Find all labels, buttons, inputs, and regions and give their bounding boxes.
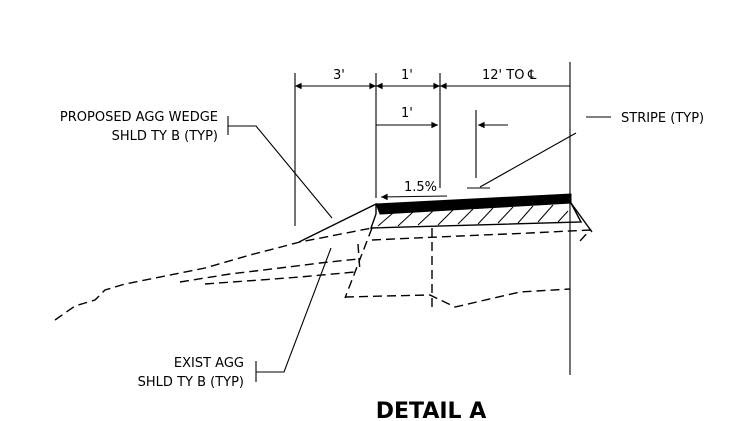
existing-ground-dashed xyxy=(54,227,592,321)
dim-shoulder-width: 1' xyxy=(401,68,413,83)
extension-lines xyxy=(294,62,571,375)
detail-title: DETAIL A xyxy=(376,399,487,421)
shoulder-edge xyxy=(570,202,593,233)
proposed-label-line1: PROPOSED AGG WEDGE xyxy=(60,110,218,125)
centerline-symbol: ℄ xyxy=(527,68,537,83)
exist-label-line2: SHLD TY B (TYP) xyxy=(138,375,244,390)
dim-stripe-offset: 1' xyxy=(401,106,413,121)
proposed-label-line2: SHLD TY B (TYP) xyxy=(112,129,218,144)
slope-arrow xyxy=(380,193,448,201)
slope-label: 1.5% xyxy=(404,180,437,195)
existing-pavement-hatch xyxy=(369,202,583,229)
proposed-wedge-outline xyxy=(298,202,377,243)
dim-lane-to-cl: 12' TO xyxy=(482,68,524,83)
stripe-label: STRIPE (TYP) xyxy=(621,111,704,126)
exist-label-line1: EXIST AGG xyxy=(174,356,244,371)
leader-lines xyxy=(227,116,611,382)
dim-wedge-width: 3' xyxy=(333,68,345,83)
